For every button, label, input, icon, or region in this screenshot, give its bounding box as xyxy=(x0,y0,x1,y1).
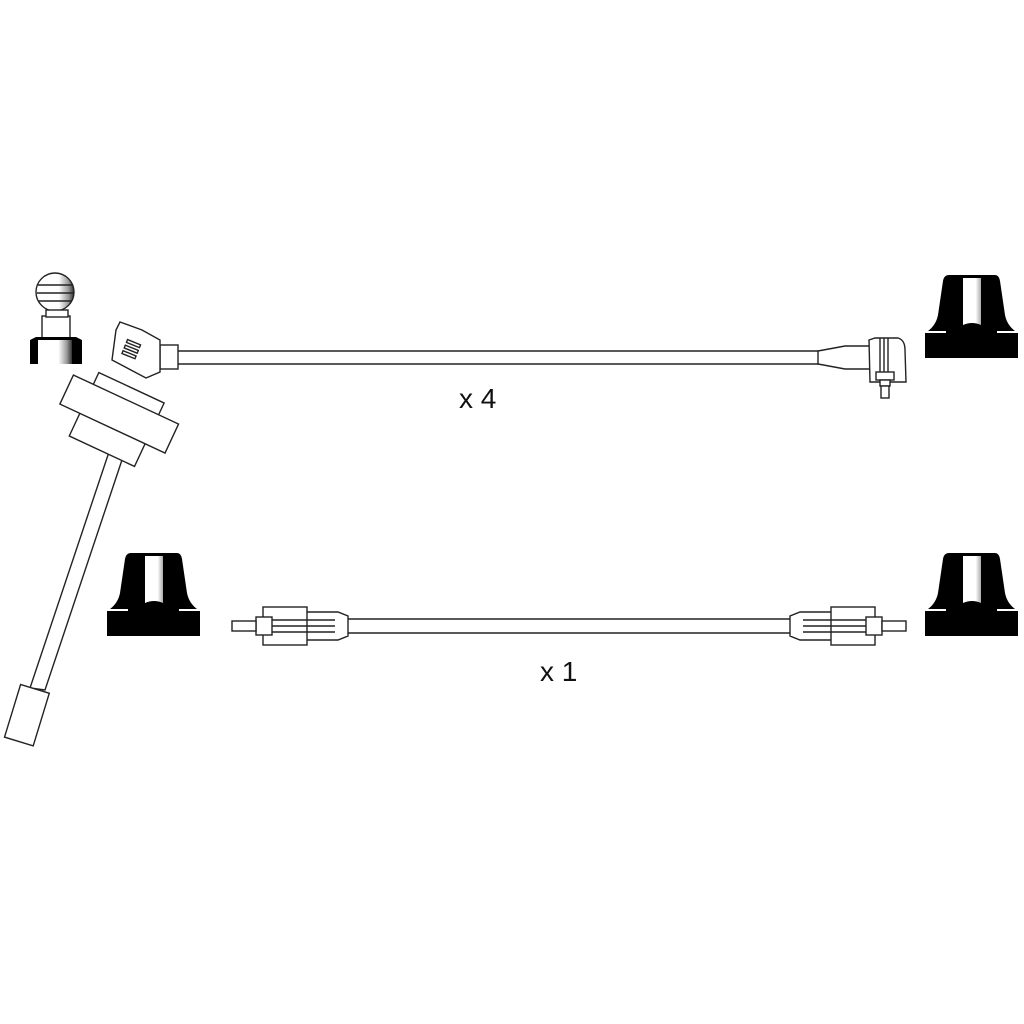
quantity-label-spark-plug-lead: x 4 xyxy=(459,383,497,414)
quantity-label-coil-lead: x 1 xyxy=(540,656,578,687)
right-straight-connector xyxy=(789,606,907,646)
long-tube xyxy=(3,371,180,747)
coil-terminal-cap-left xyxy=(107,553,200,636)
left-angled-boot xyxy=(111,321,179,379)
distributor-cap-terminal-top-right xyxy=(925,275,1018,358)
left-straight-connector xyxy=(231,606,349,646)
right-boot-connector xyxy=(817,337,907,399)
spark-plug-lead-top xyxy=(3,272,907,747)
distributor-cap-terminal-bottom-right xyxy=(925,553,1018,636)
ball-terminal xyxy=(30,272,82,364)
coil-lead-bottom xyxy=(231,606,907,646)
